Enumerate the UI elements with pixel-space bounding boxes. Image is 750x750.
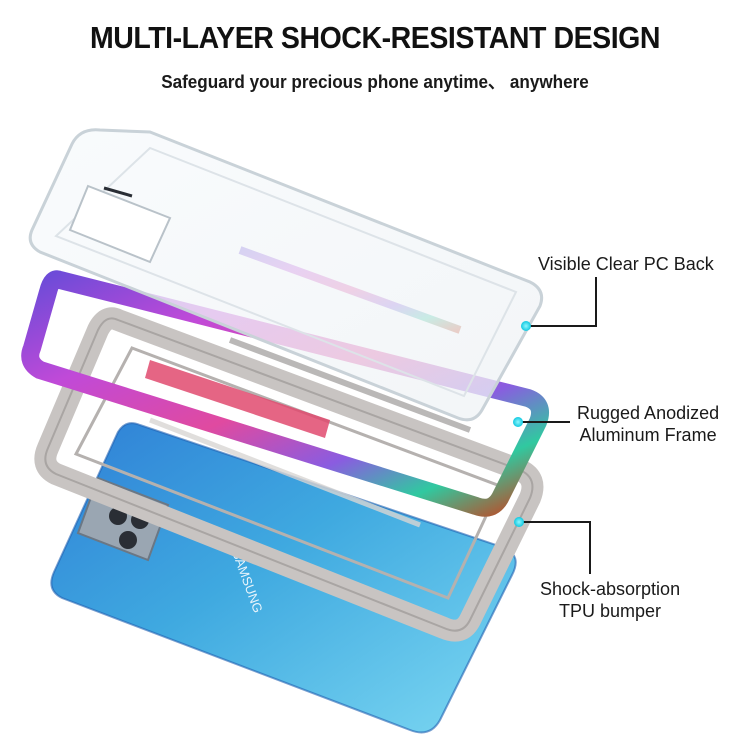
- callout-label-tpu-bumper: Shock-absorption TPU bumper: [540, 578, 680, 622]
- callout-label-line: Visible Clear PC Back: [538, 254, 714, 274]
- callout-leader-back: [521, 277, 597, 331]
- callout-label-aluminum-frame: Rugged Anodized Aluminum Frame: [577, 402, 719, 446]
- callout-label-line: Aluminum Frame: [579, 425, 717, 445]
- callout-label-line: Shock-absorption: [540, 579, 681, 599]
- page-subtitle: Safeguard your precious phone anytime、 a…: [161, 72, 589, 92]
- callout-leader-frame: [513, 417, 570, 427]
- tpu-bumper: [34, 307, 544, 642]
- callout-label-line: Rugged Anodized: [577, 403, 720, 423]
- callout-label-line: TPU bumper: [559, 601, 662, 621]
- callout-label-clear-pc-back: Visible Clear PC Back: [538, 253, 714, 275]
- callout-leader-tpu: [514, 517, 591, 574]
- clear-pc-back: [28, 128, 544, 422]
- page-title: MULTI-LAYER SHOCK-RESISTANT DESIGN: [89, 20, 661, 55]
